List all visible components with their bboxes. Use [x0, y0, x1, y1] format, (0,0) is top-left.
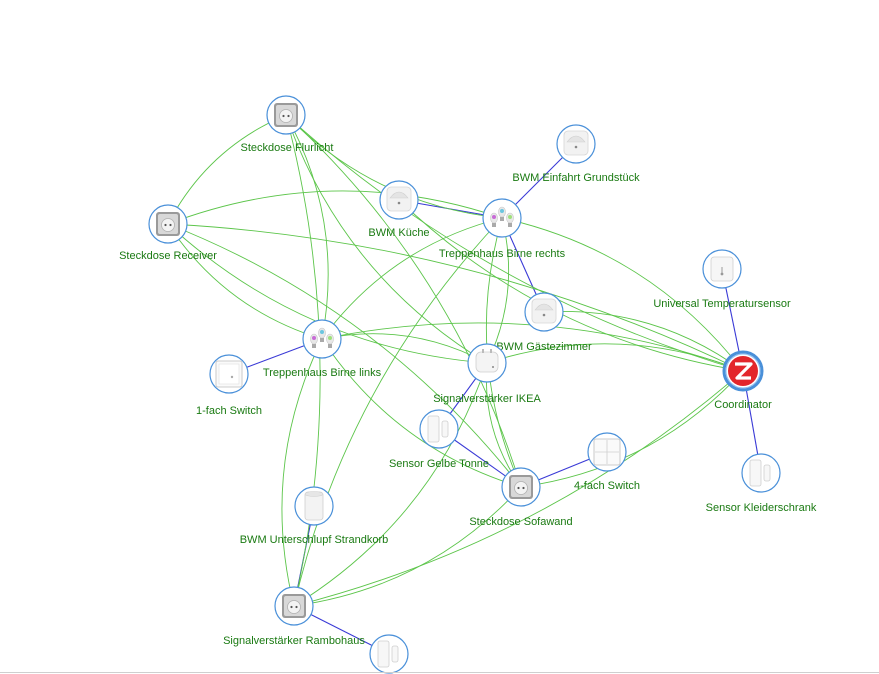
mesh-link [285, 114, 329, 340]
node-treppenhaus-rechts[interactable]: Treppenhaus Birne rechts [439, 198, 566, 260]
node-label: Universal Temperatursensor [653, 298, 791, 310]
door-sensor-icon [427, 415, 449, 443]
mesh-link [520, 370, 744, 488]
mesh-link [293, 370, 744, 607]
mesh-link [167, 114, 287, 225]
node-bwm-kueche[interactable]: BWM Küche [368, 180, 430, 239]
node-bwm-strandkorb[interactable]: BWM Unterschlupf Strandkorb [240, 486, 389, 546]
node-steckdose-sofa[interactable]: Steckdose Sofawand [469, 467, 573, 528]
node-universal-temp[interactable]: Universal Temperatursensor [653, 249, 791, 310]
node-switch-4[interactable]: 4-fach Switch [574, 432, 640, 492]
node-steckdose-flurlicht[interactable]: Steckdose Flurlicht [241, 95, 334, 154]
bulb-icon [310, 327, 334, 348]
node-label: BWM Einfahrt Grundstück [512, 172, 640, 184]
wall-switch-icon [215, 360, 243, 388]
mesh-link [501, 217, 744, 372]
node-label: Signalverstärker IKEA [433, 393, 541, 405]
node-treppenhaus-links[interactable]: Treppenhaus Birne links [263, 319, 382, 379]
node-sensor-bottom[interactable] [369, 634, 409, 674]
mesh-link [293, 362, 488, 607]
mesh-link [167, 223, 522, 488]
node-sensor-kleider[interactable]: Sensor Kleiderschrank [706, 453, 817, 514]
mesh-link [285, 114, 321, 607]
mesh-link [321, 217, 503, 340]
mesh-link [285, 114, 488, 364]
bottom-divider [0, 672, 879, 673]
mesh-link [285, 114, 744, 372]
node-coordinator[interactable]: Coordinator [714, 350, 772, 411]
node-label: Signalverstärker Rambohaus [223, 635, 365, 647]
mesh-link [543, 311, 744, 372]
motion-sensor-icon [563, 130, 589, 156]
mesh-link [167, 223, 744, 372]
node-label: Steckdose Sofawand [469, 516, 572, 528]
mesh-link [167, 190, 503, 225]
node-label: BWM Gästezimmer [496, 341, 592, 353]
plug-icon [282, 594, 306, 618]
plug-icon [274, 103, 298, 127]
mesh-link [486, 343, 744, 372]
node-label: Treppenhaus Birne rechts [439, 248, 566, 260]
node-bwm-einfahrt[interactable]: BWM Einfahrt Grundstück [512, 124, 640, 184]
node-label: BWM Küche [368, 227, 429, 239]
node-label: Sensor Kleiderschrank [706, 502, 817, 514]
node-label: 4-fach Switch [574, 480, 640, 492]
node-label: Steckdose Flurlicht [241, 142, 334, 154]
mesh-link [167, 223, 323, 340]
node-sensor-gelbe[interactable]: Sensor Gelbe Tonne [389, 409, 489, 470]
mesh-link [281, 338, 323, 607]
wall-switch-4-icon [593, 438, 621, 466]
node-label: Treppenhaus Birne links [263, 367, 382, 379]
zigbee-icon [728, 356, 758, 386]
node-label: Steckdose Receiver [119, 250, 217, 262]
mesh-link [285, 114, 522, 488]
door-sensor-icon [749, 459, 771, 487]
repeater-icon [475, 349, 499, 373]
node-bwm-gaestezimmer[interactable]: BWM Gästezimmer [496, 292, 592, 353]
node-label: Coordinator [714, 399, 772, 411]
node-label: 1-fach Switch [196, 405, 262, 417]
door-sensor-icon [377, 640, 399, 668]
temperature-sensor-icon [710, 256, 734, 282]
plug-icon [156, 212, 180, 236]
plug-icon [509, 475, 533, 499]
node-signal-ikea[interactable]: Signalverstärker IKEA [433, 343, 541, 405]
network-links [167, 114, 762, 655]
node-signal-rambo[interactable]: Signalverstärker Rambohaus [223, 586, 365, 647]
node-steckdose-receiver[interactable]: Steckdose Receiver [119, 204, 217, 262]
node-switch-1[interactable]: 1-fach Switch [196, 354, 262, 417]
node-label: Sensor Gelbe Tonne [389, 458, 489, 470]
motion-sensor-icon [531, 298, 557, 324]
motion-sensor-icon [386, 186, 412, 212]
node-label: BWM Unterschlupf Strandkorb [240, 534, 389, 546]
mesh-link [321, 338, 522, 488]
cylinder-sensor-icon [304, 491, 324, 521]
mesh-link [321, 333, 488, 364]
bulb-icon [490, 206, 514, 227]
mesh-link [293, 217, 503, 607]
